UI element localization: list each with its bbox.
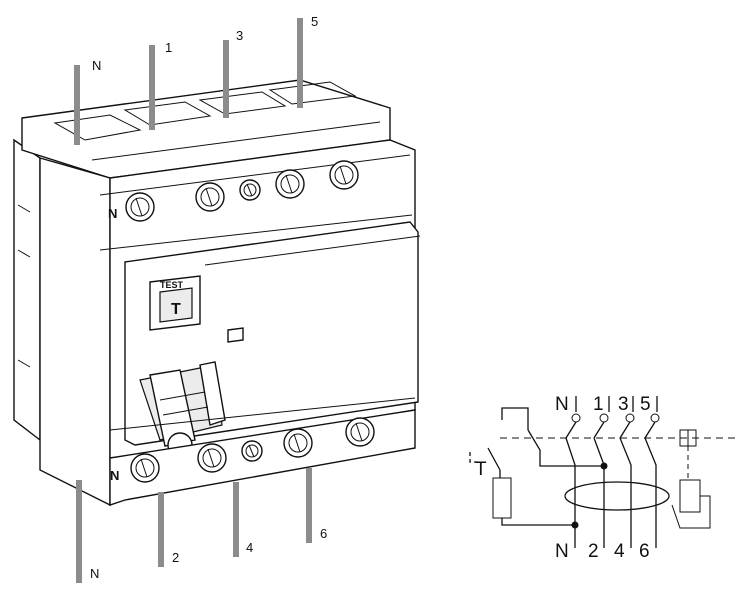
status-window	[227, 327, 244, 343]
wire-label-bottom-6: 6	[320, 526, 327, 541]
test-button[interactable]: TEST T	[149, 275, 201, 331]
schematic-label-1: 1	[593, 394, 604, 415]
device-left-face	[39, 157, 111, 507]
schematic-label-5: 5	[640, 394, 651, 415]
wire-top-1	[149, 45, 155, 130]
wire-label-bottom-n: N	[90, 566, 99, 581]
rcd-schematic: N 1 3 5 T N	[469, 394, 735, 562]
rcd-device: TEST T N N	[13, 14, 421, 583]
body-label-bottom-n: N	[110, 468, 119, 483]
wire-top-n	[74, 65, 80, 145]
body-label-top-n: N	[108, 206, 117, 221]
schematic-label-3: 3	[618, 394, 629, 415]
schematic-test-label: T	[475, 459, 487, 480]
wire-bottom-4	[233, 482, 239, 557]
wire-bottom-2	[158, 492, 164, 567]
test-label: TEST	[160, 280, 184, 290]
din-rail-side	[13, 138, 41, 442]
wire-top-5	[297, 18, 303, 108]
schematic-label-6: 6	[639, 541, 650, 562]
wire-label-top-3: 3	[236, 28, 243, 43]
wire-bottom-n	[76, 480, 82, 583]
schematic-label-4: 4	[614, 541, 625, 562]
wire-label-bottom-4: 4	[246, 540, 253, 555]
wire-top-3	[223, 40, 229, 118]
schematic-label-2: 2	[588, 541, 599, 562]
wire-label-top-n: N	[92, 58, 101, 73]
top-screws	[125, 160, 359, 222]
wire-bottom-6	[306, 468, 312, 543]
wire-label-bottom-2: 2	[172, 550, 179, 565]
wire-label-top-1: 1	[165, 40, 172, 55]
test-button-label: T	[171, 301, 181, 318]
schematic-label-n-top: N	[555, 394, 569, 415]
wire-label-top-5: 5	[311, 14, 318, 29]
schematic-label-n-bottom: N	[555, 541, 569, 562]
bottom-screws	[130, 417, 375, 483]
